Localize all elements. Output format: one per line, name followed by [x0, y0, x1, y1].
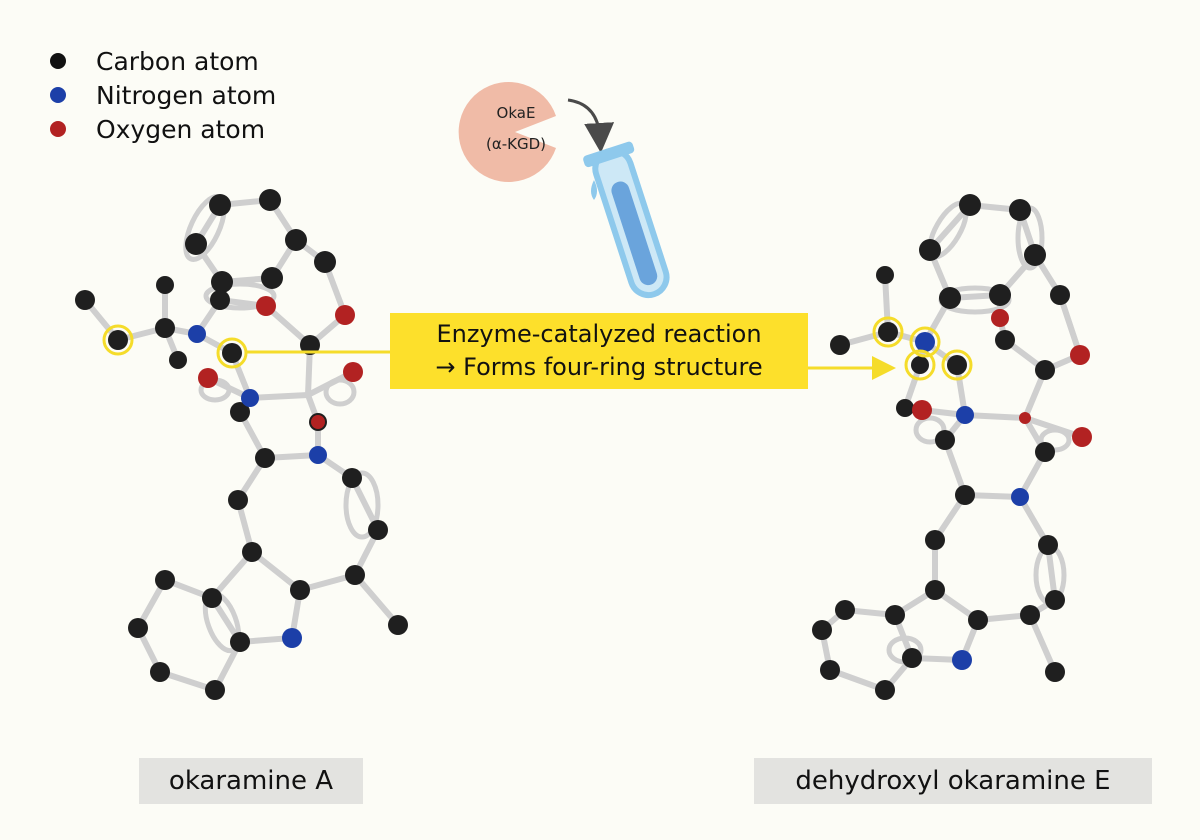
nitrogen-dot-icon [50, 87, 66, 103]
oxygen-dot-icon [50, 121, 66, 137]
legend-label: Nitrogen atom [96, 80, 277, 110]
test-tube-icon [583, 141, 670, 299]
enzyme-class: (α-KGD) [485, 135, 546, 153]
legend-item-oxygen: Oxygen atom [50, 112, 276, 146]
caption-dehydroxyl-okaramine-e: dehydroxyl okaramine E [754, 758, 1152, 804]
okaramine-a-model [75, 189, 408, 700]
curved-arrow-icon [567, 98, 615, 153]
caption-okaramine-a: okaramine A [139, 758, 363, 804]
reaction-label-box: Enzyme-catalyzed reaction → Forms four-r… [390, 313, 808, 389]
reaction-line-2: → Forms four-ring structure [435, 353, 763, 381]
legend-item-carbon: Carbon atom [50, 44, 276, 78]
drip-icon [591, 180, 597, 200]
legend-item-nitrogen: Nitrogen atom [50, 78, 276, 112]
dehydroxyl-okaramine-e-model [812, 194, 1092, 700]
reaction-line-1: Enzyme-catalyzed reaction [436, 320, 762, 348]
enzyme-name: OkaE [496, 104, 536, 122]
legend-label: Oxygen atom [96, 114, 266, 144]
legend-label: Carbon atom [96, 46, 259, 76]
enzyme-okae-icon [458, 81, 556, 182]
carbon-dot-icon [50, 53, 66, 69]
legend: Carbon atom Nitrogen atom Oxygen atom [50, 44, 276, 146]
